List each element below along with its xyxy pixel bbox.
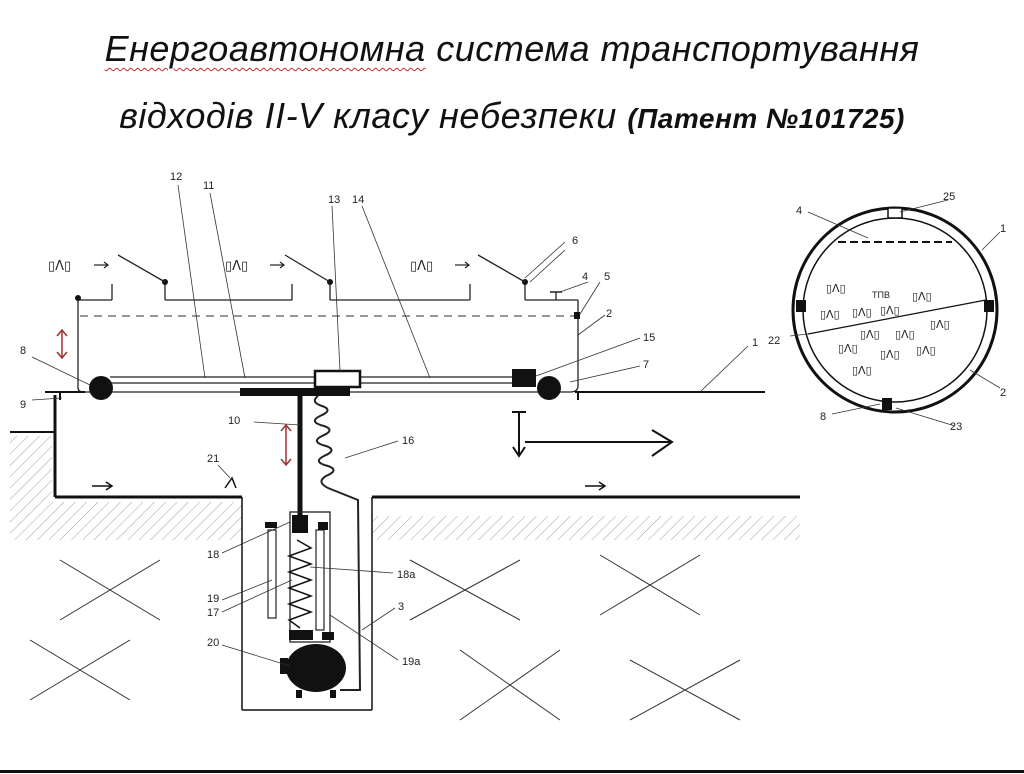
callout-2: 2 [606, 308, 612, 320]
cross-section-view: ▯Λ▯ ▯Λ▯ ▯Λ▯ ▯Λ▯ ▯Λ▯ ▯Λ▯ ▯Λ▯ ▯Λ▯ ▯Λ▯ ▯Λ▯ … [768, 191, 1006, 433]
callout-4: 4 [582, 271, 588, 283]
callout-13: 13 [328, 194, 340, 206]
waste-symbol: ▯Λ▯ [912, 290, 932, 303]
section-callout-4: 4 [796, 205, 802, 217]
waste-symbol: ▯Λ▯ [930, 318, 950, 331]
callout-15: 15 [643, 332, 655, 344]
callout-21: 21 [207, 453, 219, 465]
waste-symbol: ▯Λ▯ [860, 328, 880, 341]
callout-10: 10 [228, 415, 240, 427]
section-callout-8: 8 [820, 411, 826, 423]
title-line-2-main: відходів II-V класу небезпеки [119, 95, 628, 136]
waste-symbol: ▯Λ▯ [838, 342, 858, 355]
callout-12: 12 [170, 171, 182, 183]
waste-symbol: ▯Λ▯ [880, 348, 900, 361]
callout-14: 14 [352, 194, 364, 206]
rail-and-carriage [45, 369, 765, 515]
callout-11: 11 [203, 180, 214, 192]
waste-symbol: ▯Λ▯ [410, 259, 433, 274]
motion-arrows [56, 328, 674, 489]
title-line-1: Енергоавтономна система транспортування [0, 28, 1024, 70]
section-callout-25: 25 [943, 191, 955, 203]
waste-symbol: ▯Λ▯ [852, 364, 872, 377]
waste-symbol: ▯Λ▯ [826, 282, 846, 295]
section-callout-1: 1 [1000, 223, 1006, 235]
waste-symbol: ▯Λ▯ [852, 306, 872, 319]
title-line-2: відходів II-V класу небезпеки (Патент №1… [0, 95, 1024, 137]
ground [10, 395, 802, 770]
title-line-1-rest: система транспортування [425, 28, 920, 69]
callout-6: 6 [572, 235, 578, 247]
section-callout-2: 2 [1000, 387, 1006, 399]
callout-19a: 19а [402, 656, 421, 668]
tpv-label: ТПВ [872, 290, 890, 300]
callout-labels: 12 11 13 14 6 4 5 2 15 7 1 8 9 10 16 21 … [20, 171, 758, 668]
waste-symbol: ▯Λ▯ [916, 344, 936, 357]
callout-18a: 18а [397, 569, 416, 581]
pit-equipment [265, 511, 346, 698]
waste-symbol: ▯Λ▯ [820, 308, 840, 321]
title-first-word: Енергоавтономна [104, 28, 426, 69]
waste-symbol: ▯Λ▯ [48, 259, 71, 274]
callout-7: 7 [643, 359, 649, 371]
cable-16 [313, 395, 362, 691]
bottom-divider [0, 770, 1024, 773]
callout-8: 8 [20, 345, 26, 357]
callout-20: 20 [207, 637, 219, 649]
waste-symbol: ▯Λ▯ [225, 259, 248, 274]
leader-lines [31, 184, 749, 667]
callout-1: 1 [752, 337, 758, 349]
waste-symbol: ▯Λ▯ [895, 328, 915, 341]
callout-9: 9 [20, 399, 26, 411]
section-callout-22: 22 [768, 335, 780, 347]
callout-3: 3 [398, 601, 404, 613]
waste-inlets: ▯Λ▯ ▯Λ▯ ▯Λ▯ [48, 259, 470, 274]
waste-symbol: ▯Λ▯ [880, 304, 900, 317]
callout-5: 5 [604, 271, 610, 283]
patent-number: (Патент №101725) [627, 103, 905, 134]
callout-18: 18 [207, 549, 219, 561]
callout-16: 16 [402, 435, 414, 447]
callout-19: 19 [207, 593, 219, 605]
section-callout-23: 23 [950, 421, 962, 433]
callout-17: 17 [207, 607, 219, 619]
